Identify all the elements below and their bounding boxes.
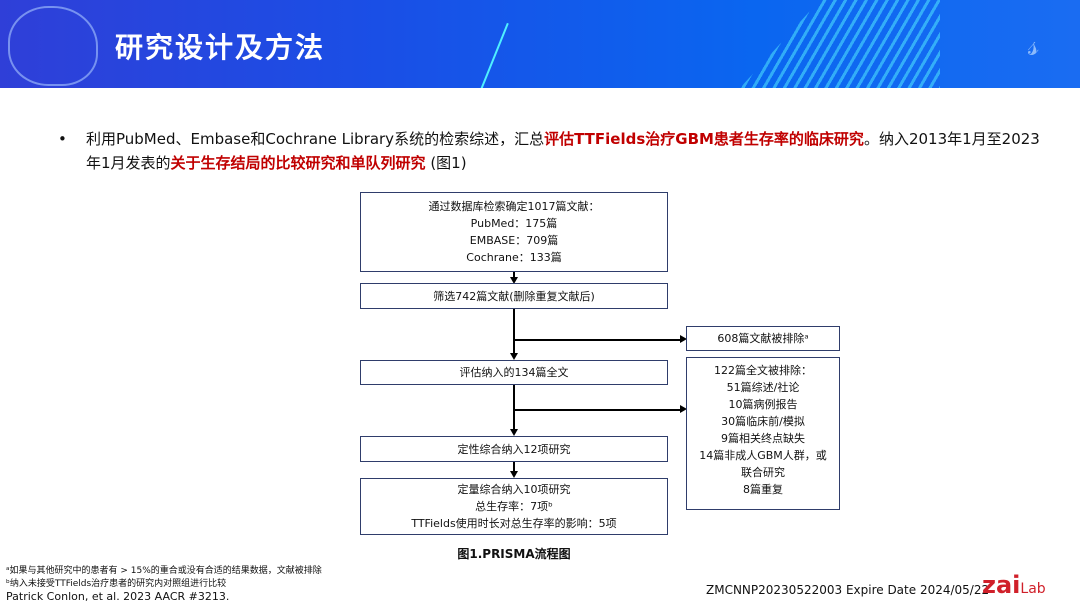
connector bbox=[513, 384, 515, 430]
box-line: 评估纳入的134篇全文 bbox=[459, 366, 569, 379]
box-line: TTFields使用时长对总生存率的影响：5项 bbox=[411, 517, 617, 530]
box-line: 联合研究 bbox=[741, 466, 785, 479]
box-line: 14篇非成人GBM人群，或 bbox=[699, 449, 827, 462]
connector bbox=[513, 409, 681, 411]
figure-caption: 图1.PRISMA流程图 bbox=[457, 547, 571, 561]
box-line: Cochrane：133篇 bbox=[466, 251, 562, 264]
text-segment: 。纳入2013年1月至2023年1月发表的 bbox=[86, 130, 1040, 172]
box-line: 608篇文献被排除ᵃ bbox=[717, 332, 809, 345]
footnote-a: ᵃ如果与其他研究中的患者有 > 15%的重合或没有合适的结果数据，文献被排除 bbox=[6, 566, 322, 576]
ear-icon: 𝓈 bbox=[1028, 28, 1040, 63]
box-line: 筛选742篇文献(删除重复文献后) bbox=[433, 289, 595, 303]
box-line: 定性综合纳入12项研究 bbox=[457, 442, 571, 456]
box-line: 8篇重复 bbox=[743, 483, 783, 496]
connector bbox=[513, 309, 515, 354]
box-line: 总生存率：7项ᵇ bbox=[475, 500, 553, 513]
connector bbox=[513, 339, 681, 341]
box-qualitative: 定性综合纳入12项研究 bbox=[360, 436, 668, 462]
highlight-segment: 关于生存结局的比较研究和单队列研究 bbox=[170, 154, 426, 172]
arrow-right bbox=[680, 405, 687, 413]
box-line: 122篇全文被排除： bbox=[714, 364, 812, 377]
zailab-logo: zaiLab bbox=[982, 571, 1046, 599]
bullet-marker: • bbox=[58, 130, 67, 148]
box-line: 通过数据库检索确定1017篇文献： bbox=[428, 200, 600, 213]
box-line: 10篇病例报告 bbox=[728, 398, 798, 411]
text-segment: 利用PubMed、Embase和Cochrane Library系统的检索综述，… bbox=[86, 130, 545, 148]
header-banner: 𝓈 研究设计及方法 bbox=[0, 0, 1080, 88]
box-quantitative: 定量综合纳入10项研究 总生存率：7项ᵇ TTFields使用时长对总生存率的影… bbox=[360, 478, 668, 535]
box-excluded-fulltext: 122篇全文被排除： 51篇综述/社论 10篇病例报告 30篇临床前/模拟 9篇… bbox=[686, 357, 840, 510]
page-title: 研究设计及方法 bbox=[115, 31, 326, 64]
connector bbox=[513, 461, 515, 472]
arrow-down bbox=[510, 471, 518, 478]
connector bbox=[513, 271, 515, 279]
box-excluded-records: 608篇文献被排除ᵃ bbox=[686, 326, 840, 351]
decorative-stripes bbox=[740, 0, 940, 88]
arrow-down bbox=[510, 353, 518, 360]
bullet-paragraph: • 利用PubMed、Embase和Cochrane Library系统的检索综… bbox=[58, 127, 1048, 175]
box-line: 30篇临床前/模拟 bbox=[721, 415, 805, 428]
box-line: EMBASE：709篇 bbox=[469, 234, 559, 247]
document-code: ZMCNNP20230522003 Expire Date 2024/05/22 bbox=[706, 583, 990, 597]
reference: Patrick Conlon, et al. 2023 AACR #3213. bbox=[6, 590, 230, 603]
footnote-b: ᵇ纳入未接受TTFields治疗患者的研究内对照组进行比较 bbox=[6, 579, 227, 589]
box-assessed: 评估纳入的134篇全文 bbox=[360, 360, 668, 385]
box-screened: 筛选742篇文献(删除重复文献后) bbox=[360, 283, 668, 309]
box-line: 定量综合纳入10项研究 bbox=[457, 483, 571, 496]
box-line: 51篇综述/社论 bbox=[726, 381, 800, 394]
arrow-right bbox=[680, 335, 687, 343]
box-line: 9篇相关终点缺失 bbox=[721, 432, 805, 445]
box-identified: 通过数据库检索确定1017篇文献： PubMed：175篇 EMBASE：709… bbox=[360, 192, 668, 272]
box-line: PubMed：175篇 bbox=[470, 217, 558, 230]
brain-icon bbox=[8, 6, 98, 86]
arrow-down bbox=[510, 429, 518, 436]
highlight-segment: 评估TTFields治疗GBM患者生存率的临床研究 bbox=[544, 130, 864, 148]
decorative-line bbox=[473, 22, 509, 88]
text-segment: (图1) bbox=[425, 154, 467, 172]
arrow-down bbox=[510, 277, 518, 284]
